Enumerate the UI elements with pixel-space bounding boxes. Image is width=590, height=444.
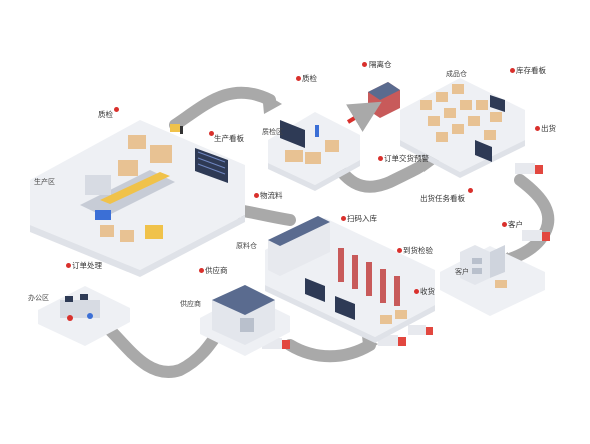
label-customer: 客户 (508, 220, 523, 229)
map-pin-icon (66, 263, 71, 268)
label-quarantine-warehouse: 隔离仓 (369, 60, 392, 69)
label-material-warehouse: 原料仓 (236, 243, 257, 250)
forklift-icon (170, 124, 183, 134)
truck-icon (408, 325, 433, 335)
map-pin-icon (468, 188, 473, 193)
truck-icon (378, 335, 406, 346)
finished-goods-zone (400, 78, 525, 178)
label-receiving: 收货 (420, 287, 435, 296)
label-finished-goods-zone: 成品仓 (446, 71, 467, 78)
map-pin-icon (199, 268, 204, 273)
truck-icon (515, 163, 543, 174)
label-supplier-zone: 供应商 (180, 301, 201, 308)
label-dispatch-task-board: 出货任务看板 (420, 194, 465, 203)
truck-icon (522, 230, 550, 241)
map-pin-icon (209, 131, 214, 136)
label-order-delivery-alert: 订单交货预警 (384, 154, 429, 163)
map-pin-icon (502, 222, 507, 227)
map-pin-icon (414, 289, 419, 294)
arrow-right-icon (262, 92, 282, 114)
production-zone (30, 120, 245, 277)
map-pin-icon (510, 68, 515, 73)
map-pin-icon (341, 216, 346, 221)
label-shipping: 出货 (541, 124, 556, 133)
quarantine-warehouse-building (346, 82, 400, 132)
map-pin-icon (362, 62, 367, 67)
office-zone (38, 286, 130, 346)
label-customer-zone: 客户 (455, 269, 469, 276)
arrow-right-icon (362, 336, 378, 354)
label-testing-zone: 质检区 (262, 129, 283, 136)
map-pin-icon (397, 248, 402, 253)
label-quality-check-2: 质检 (302, 74, 317, 83)
label-office-zone: 办公区 (28, 295, 49, 302)
supplier-zone (200, 285, 290, 356)
material-warehouse-zone (265, 216, 435, 343)
production-board-screen (195, 148, 228, 183)
label-order-processing: 订单处理 (72, 261, 102, 270)
customer-zone (440, 245, 545, 316)
label-inventory-board: 库存看板 (516, 66, 546, 75)
map-pin-icon (296, 76, 301, 81)
map-pin-icon (535, 126, 540, 131)
label-production-board: 生产看板 (214, 134, 244, 143)
testing-zone (268, 112, 360, 191)
label-supplier: 供应商 (205, 266, 228, 275)
label-arrival-inspection: 到货检验 (403, 246, 433, 255)
map-pin-icon (114, 107, 119, 112)
truck-icon (262, 338, 290, 349)
label-material-picking: 物流料 (260, 191, 283, 200)
label-shelving-storage: 扫码入库 (347, 214, 377, 223)
map-pin-icon (378, 156, 383, 161)
map-pin-icon (254, 193, 259, 198)
label-quality-check-1: 质检 (98, 110, 113, 119)
label-production-zone: 生产区 (34, 179, 55, 186)
